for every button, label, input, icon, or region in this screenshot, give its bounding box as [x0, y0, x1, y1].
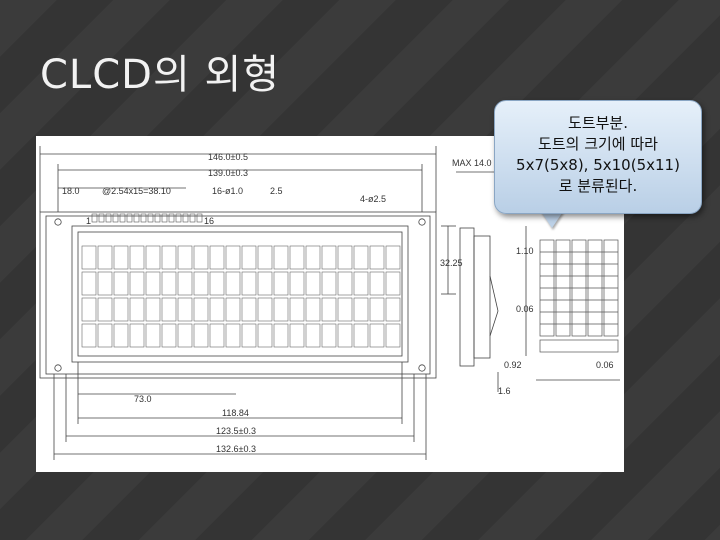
- dim-overall-width: 146.0±0.5: [208, 152, 248, 162]
- callout-tail: [540, 210, 564, 228]
- bezel-outline: [71, 225, 409, 363]
- view-area: [77, 231, 403, 357]
- dim-pin-holes: 16-ø1.0: [212, 186, 243, 196]
- dim-max-thickness: MAX 14.0: [452, 158, 492, 168]
- dot-callout: 도트부분. 도트의 크기에 따라 5x7(5x8), 5x10(5x11) 로 …: [494, 100, 702, 214]
- dim-left-offset: 73.0: [134, 394, 152, 404]
- dim-pin-pitch: @2.54x15=38.10: [102, 186, 171, 196]
- character-cell-grid: [81, 245, 401, 348]
- dim-char-gap: 0.06: [596, 360, 614, 370]
- pin-label-last: 16: [204, 216, 214, 226]
- drawing-svg: 146.0±0.5 139.0±0.3 18.0 @2.54x15=38.10 …: [39, 146, 620, 460]
- callout-text: 도트부분. 도트의 크기에 따라 5x7(5x8), 5x10(5x11) 로 …: [495, 113, 701, 197]
- pin-header: [91, 213, 203, 223]
- dim-view-width: 118.84: [222, 408, 249, 418]
- dim-bezel-width: 123.5±0.3: [216, 426, 256, 436]
- pcb-inner-outline: [45, 215, 431, 375]
- pin-label-first: 1: [86, 216, 91, 226]
- dim-pin-offset: 18.0: [62, 186, 80, 196]
- callout-line-2: 도트의 크기에 따라: [538, 135, 658, 153]
- dim-dot-gap: 0.06: [516, 304, 534, 314]
- pcb-outline: [39, 211, 437, 379]
- slide-title: CLCD의 외형: [40, 52, 281, 98]
- dim-hole-pitch: 139.0±0.3: [208, 168, 248, 178]
- callout-line-3: 5x7(5x8), 5x10(5x11): [516, 156, 680, 174]
- dim-pcb-width: 132.6±0.3: [216, 444, 256, 454]
- dot-matrix-detail: [539, 239, 619, 353]
- dim-pin-row-offset: 2.5: [270, 186, 283, 196]
- dim-dot-height: 1.10: [516, 246, 534, 256]
- dim-char-width: 0.92: [504, 360, 522, 370]
- dim-edge: 1.6: [498, 386, 511, 396]
- dim-view-height: 32.25: [440, 258, 463, 268]
- callout-line-4: 로 분류된다.: [558, 177, 638, 195]
- dim-mount-holes: 4-ø2.5: [360, 194, 386, 204]
- callout-line-1: 도트부분.: [568, 114, 628, 132]
